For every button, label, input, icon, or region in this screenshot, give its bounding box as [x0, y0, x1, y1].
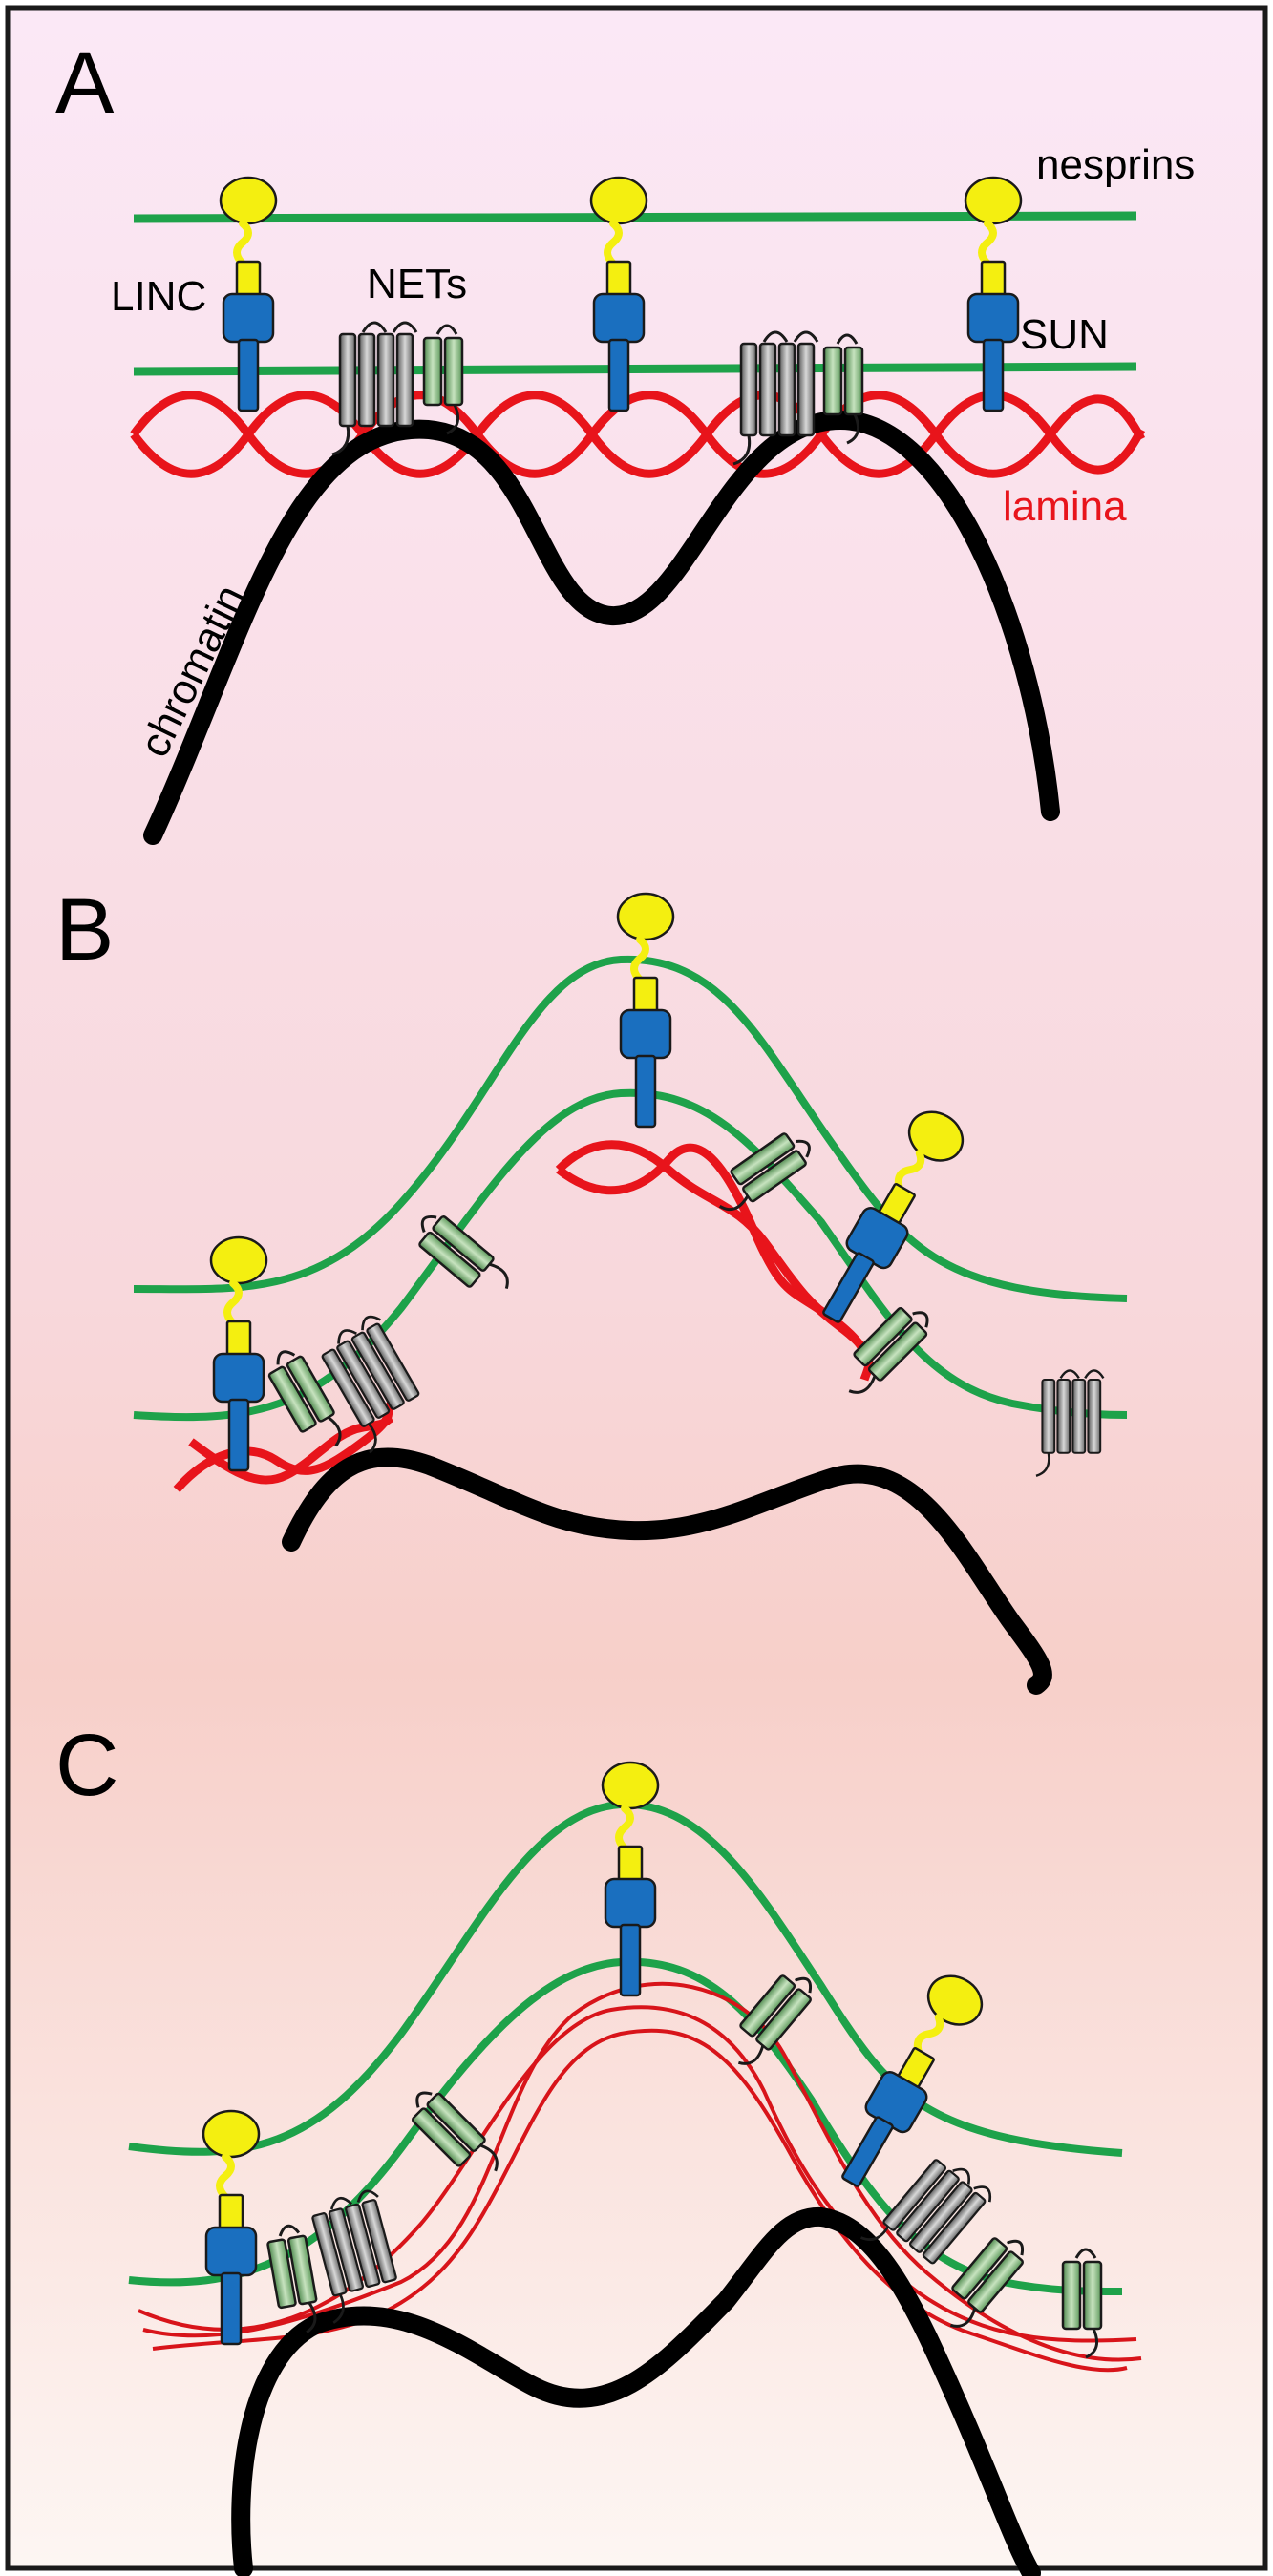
lamina-filament: [142, 1981, 1142, 2362]
nesprins-label: nesprins: [1036, 141, 1195, 188]
chromatin-fiber: [143, 410, 1060, 845]
panel-c-letter: C: [55, 1717, 118, 1814]
sun-label: SUN: [1020, 311, 1109, 358]
panel-a-letter: A: [55, 34, 115, 132]
linc-label: LINC: [111, 273, 206, 320]
lamina-label: lamina: [1003, 483, 1127, 530]
panel-b-letter: B: [55, 881, 114, 979]
chromatin-fiber: [282, 1447, 1052, 1695]
panel-c: C: [55, 1717, 1142, 2576]
lamina-strand: [188, 1413, 394, 1485]
nets-label: NETs: [367, 261, 467, 307]
panel-b: B: [55, 881, 1128, 1695]
chromatin-fiber: [231, 2206, 1041, 2576]
inner-nuclear-membrane: [133, 362, 1137, 376]
lamina-strand: [130, 391, 1146, 478]
